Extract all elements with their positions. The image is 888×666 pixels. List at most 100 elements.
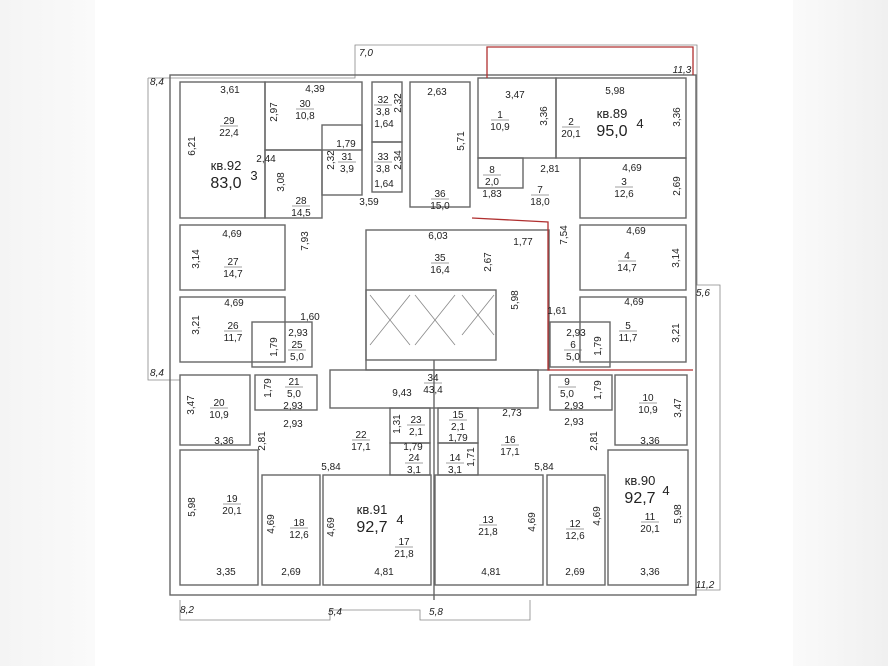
dimension-label: 2,81 (540, 164, 560, 175)
dimension-label: 3,47 (673, 398, 684, 418)
dimension-label: 2,34 (393, 150, 404, 170)
dimension-label: 3,36 (640, 567, 660, 578)
dimension-label: 2,93 (566, 328, 586, 339)
dimension-label: 2,69 (565, 567, 585, 578)
dimension-label: 3,35 (216, 567, 236, 578)
apartment-label: кв.91 (357, 502, 388, 517)
dimension-label: 2,97 (269, 102, 280, 122)
dimension-label: 3,59 (359, 197, 379, 208)
room-area: 3,8 (376, 107, 390, 118)
room-area: 20,1 (561, 129, 581, 140)
dimension-label: 1,64 (374, 119, 394, 130)
dimension-label: 1,79 (593, 336, 604, 356)
room-number: 25 (291, 340, 303, 351)
dimension-label: 4,69 (592, 506, 603, 526)
balcony-dimension: 8,2 (180, 605, 194, 616)
dimension-label: 3,21 (671, 323, 682, 343)
dimension-label: 3,36 (539, 106, 550, 126)
dimension-label: 7,93 (300, 231, 311, 251)
dimension-label: 2,69 (672, 176, 683, 196)
room-area: 22,4 (219, 128, 239, 139)
room-number: 24 (408, 453, 420, 464)
balcony-dimension: 5,4 (328, 607, 342, 618)
dimension-label: 4,69 (527, 512, 538, 532)
dimension-label: 2,44 (256, 154, 276, 165)
room-number: 36 (434, 189, 446, 200)
room-area: 10,9 (490, 122, 510, 133)
dimension-label: 3,36 (672, 107, 683, 127)
dimension-label: 1,64 (374, 179, 394, 190)
dimension-label: 3,47 (505, 90, 525, 101)
dimension-label: 2,32 (393, 93, 404, 113)
balcony-dimension: 7,0 (359, 48, 373, 59)
apartment-room-count: 4 (396, 512, 403, 527)
dimension-label: 2,69 (281, 567, 301, 578)
dimension-label: 7,54 (559, 225, 570, 245)
apartment-area: 83,0 (210, 175, 241, 192)
dimension-label: 6,21 (187, 136, 198, 156)
dimension-label: 2,81 (257, 431, 268, 451)
dimension-label: 2,63 (427, 87, 447, 98)
apartment-89-border (486, 46, 694, 78)
room-area: 5,0 (287, 389, 301, 400)
room-area: 17,1 (500, 447, 520, 458)
dimension-label: 4,69 (326, 517, 337, 537)
dimension-label: 1,79 (593, 380, 604, 400)
room-area: 2,0 (485, 177, 499, 188)
dimension-label: 4,69 (624, 297, 644, 308)
room-number: 26 (227, 321, 239, 332)
room-number: 7 (537, 185, 543, 196)
room-area: 15,0 (430, 201, 450, 212)
room-number: 16 (504, 435, 516, 446)
room-area: 10,8 (295, 111, 315, 122)
room-number: 6 (570, 340, 576, 351)
room-number: 5 (625, 321, 631, 332)
dimension-label: 2,93 (564, 417, 584, 428)
room-number: 15 (452, 410, 464, 421)
right-margin (793, 0, 888, 666)
balcony-dimension: 11,2 (696, 580, 715, 591)
room-number: 10 (642, 393, 654, 404)
room-number: 8 (489, 165, 495, 176)
room-number: 18 (293, 518, 305, 529)
room-number: 22 (355, 430, 367, 441)
dimension-label: 5,84 (321, 462, 341, 473)
dimension-label: 1,79 (403, 442, 423, 453)
dimension-label: 1,77 (513, 237, 533, 248)
room-number: 33 (377, 152, 389, 163)
dimension-label: 4,81 (374, 567, 394, 578)
dimension-label: 2,93 (564, 401, 584, 412)
dimension-label: 2,32 (326, 150, 337, 170)
room-number: 13 (482, 515, 494, 526)
dimension-label: 5,84 (534, 462, 554, 473)
room-area: 12,6 (289, 530, 309, 541)
room-number: 12 (569, 519, 581, 530)
apartment-89-border-lower (471, 217, 693, 371)
room-area: 3,1 (448, 465, 462, 476)
dimension-label: 4,69 (222, 229, 242, 240)
dimension-label: 4,81 (481, 567, 501, 578)
room-area: 20,1 (640, 524, 660, 535)
room-number: 11 (645, 512, 656, 523)
room-area: 10,9 (638, 405, 658, 416)
room-number: 29 (223, 116, 235, 127)
walls (147, 44, 721, 621)
room-number: 2 (568, 117, 574, 128)
room-number: 35 (434, 253, 446, 264)
left-margin (0, 0, 95, 666)
room-number: 27 (227, 257, 239, 268)
dimension-label: 1,71 (466, 447, 477, 467)
room-area: 5,0 (566, 352, 580, 363)
dimension-label: 2,81 (589, 431, 600, 451)
room-number: 30 (299, 99, 311, 110)
dimension-label: 5,98 (605, 86, 625, 97)
room-area: 21,8 (394, 549, 414, 560)
room-number: 17 (398, 537, 410, 548)
apartment-label: кв.92 (211, 158, 242, 173)
dimension-label: 9,43 (392, 388, 412, 399)
dimension-label: 2,93 (283, 419, 303, 430)
dimension-label: 3,14 (191, 249, 202, 269)
room-area: 14,7 (617, 263, 637, 274)
